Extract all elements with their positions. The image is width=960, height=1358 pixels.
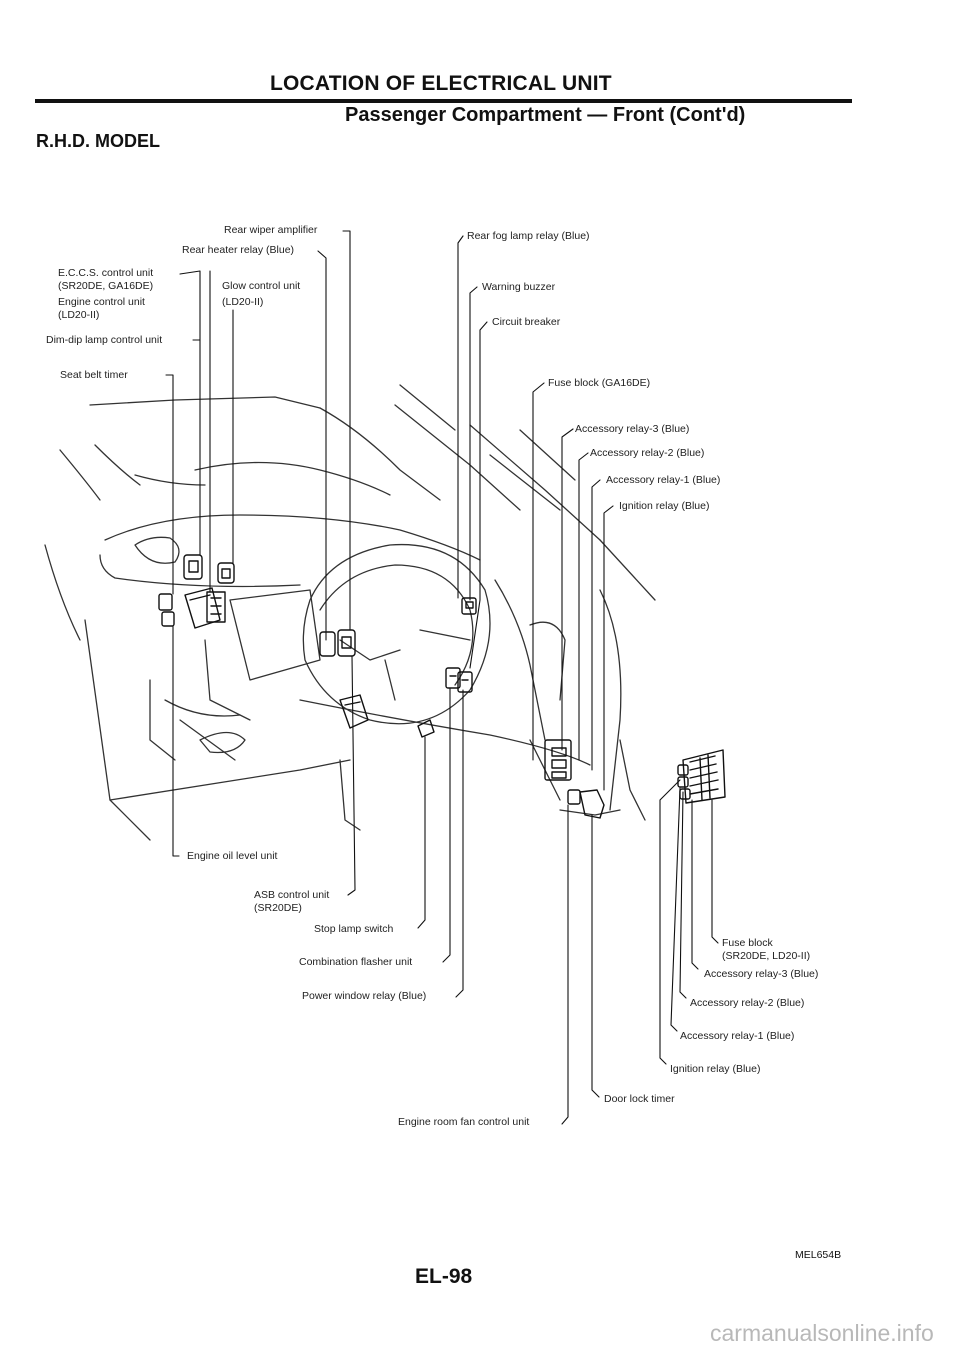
label-rear-fog-lamp-relay: Rear fog lamp relay (Blue)	[467, 230, 590, 242]
label-eccs-control-unit: E.C.C.S. control unit	[58, 267, 154, 279]
dashboard-outline	[44, 384, 656, 841]
label-dim-dip-unit: Dim-dip lamp control unit	[46, 334, 163, 346]
seat-belt-timer-icon	[158, 593, 175, 627]
steering-wheel	[302, 543, 491, 725]
circuit-breaker-icon	[445, 667, 473, 693]
page-number: EL-98	[415, 1265, 473, 1288]
fuse-block-sr20de-icon	[677, 749, 726, 804]
label-accessory-relay-3-b: Accessory relay-3 (Blue)	[704, 968, 819, 980]
page-subtitle: Passenger Compartment — Front (Cont'd)	[345, 104, 746, 126]
figure-code: MEL654B	[795, 1249, 842, 1261]
asb-control-unit-icon	[319, 629, 356, 657]
label-warning-buzzer: Warning buzzer	[482, 281, 556, 293]
label-accessory-relay-2-b: Accessory relay-2 (Blue)	[690, 997, 805, 1009]
label-fuse-block-sr20de: Fuse block	[722, 937, 773, 949]
label-glow-control-variant: (LD20-II)	[222, 296, 264, 308]
rear-fog-relay-icon	[461, 597, 477, 615]
label-glow-control-unit: Glow control unit	[222, 280, 301, 292]
label-accessory-relay-1-b: Accessory relay-1 (Blue)	[680, 1030, 795, 1042]
label-fuse-block-sr20de-variant: (SR20DE, LD20-II)	[722, 950, 811, 962]
label-stop-lamp-switch: Stop lamp switch	[314, 923, 394, 935]
label-engine-control-unit: Engine control unit	[58, 296, 145, 308]
label-accessory-relay-2: Accessory relay-2 (Blue)	[590, 447, 705, 459]
label-accessory-relay-3: Accessory relay-3 (Blue)	[575, 423, 690, 435]
page-title: LOCATION OF ELECTRICAL UNIT	[270, 72, 612, 95]
header-rule	[35, 99, 852, 103]
label-door-lock-timer: Door lock timer	[604, 1093, 675, 1105]
label-engine-room-fan-control-unit: Engine room fan control unit	[398, 1116, 530, 1128]
label-asb-control-unit: ASB control unit	[254, 889, 330, 901]
label-engine-oil-level-unit: Engine oil level unit	[187, 850, 278, 862]
glow-control-unit-icon	[217, 562, 235, 584]
components	[158, 554, 726, 819]
eccs-control-unit-icon	[183, 554, 203, 580]
label-circuit-breaker: Circuit breaker	[492, 316, 561, 328]
label-engine-control-variant: (LD20-II)	[58, 309, 100, 321]
label-ignition-relay-b: Ignition relay (Blue)	[670, 1063, 761, 1075]
fuse-block-ga16de-icon	[544, 739, 605, 819]
label-power-window-relay: Power window relay (Blue)	[302, 990, 427, 1002]
combination-flasher-icon	[417, 719, 435, 738]
label-accessory-relay-1: Accessory relay-1 (Blue)	[606, 474, 721, 486]
label-eccs-variant: (SR20DE, GA16DE)	[58, 280, 154, 292]
label-asb-variant: (SR20DE)	[254, 902, 302, 914]
stop-lamp-switch-icon	[339, 694, 369, 729]
leader-lines	[165, 230, 719, 1125]
label-rear-heater-relay: Rear heater relay (Blue)	[182, 244, 295, 256]
label-combination-flasher-unit: Combination flasher unit	[299, 956, 413, 968]
model-heading: R.H.D. MODEL	[36, 131, 160, 151]
label-fuse-block-ga16de: Fuse block (GA16DE)	[548, 377, 651, 389]
label-ignition-relay: Ignition relay (Blue)	[619, 500, 710, 512]
label-seat-belt-timer: Seat belt timer	[60, 369, 128, 381]
rear-wiper-amplifier-icon	[206, 591, 226, 623]
label-rear-wiper-amplifier: Rear wiper amplifier	[224, 224, 318, 236]
watermark: carmanualsonline.info	[710, 1320, 934, 1346]
